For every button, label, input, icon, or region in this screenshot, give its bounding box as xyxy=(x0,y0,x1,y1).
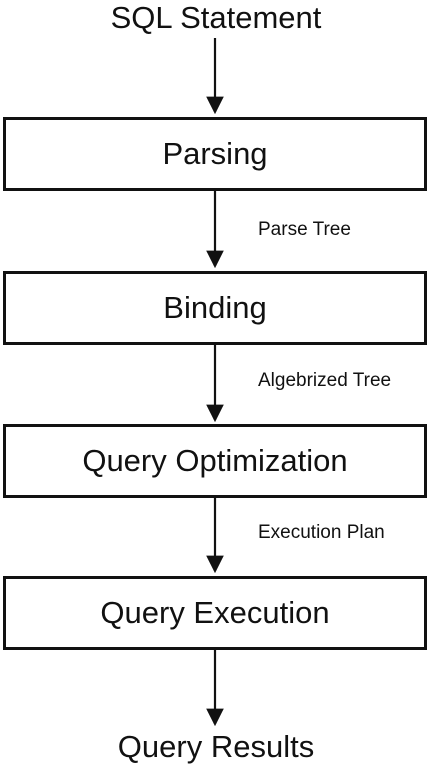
transition-parse-tree-label: Parse Tree xyxy=(258,219,351,240)
stage-query-optimization-label: Query Optimization xyxy=(82,443,348,478)
stage-binding: Binding xyxy=(3,271,427,345)
transition-algebrized-tree-label: Algebrized Tree xyxy=(258,370,392,391)
stage-query-execution-label: Query Execution xyxy=(100,595,330,630)
transition-execution-plan-label: Execution Plan xyxy=(258,522,385,543)
stage-query-optimization: Query Optimization xyxy=(3,424,427,498)
stage-parsing-label: Parsing xyxy=(162,136,268,171)
input-label: SQL Statement xyxy=(110,0,322,35)
stage-query-execution: Query Execution xyxy=(3,576,427,650)
output-label: Query Results xyxy=(117,729,315,764)
stage-parsing: Parsing xyxy=(3,117,427,191)
stage-binding-label: Binding xyxy=(163,290,267,325)
